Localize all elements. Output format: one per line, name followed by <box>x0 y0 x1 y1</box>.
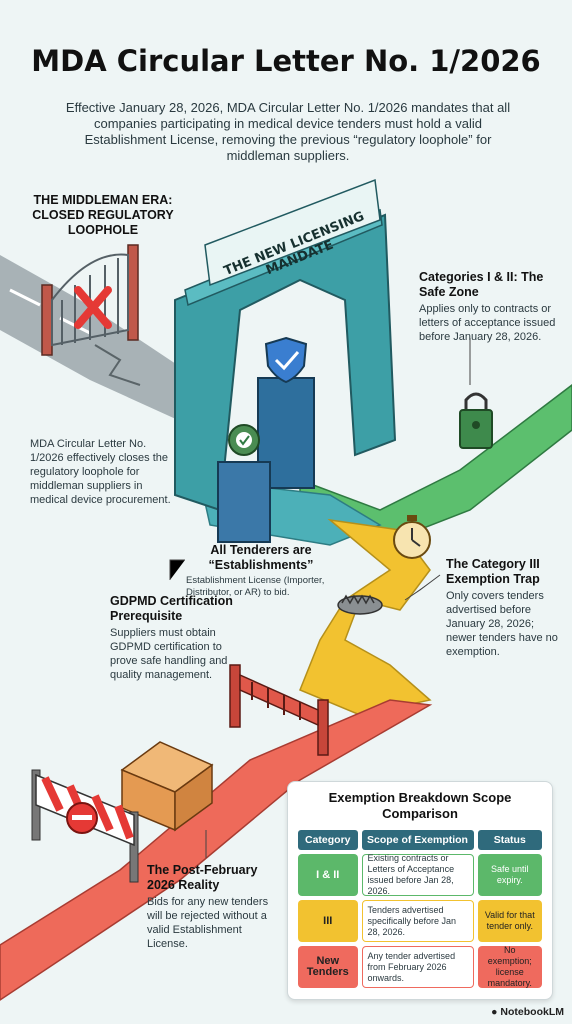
pillar-short <box>217 461 271 543</box>
callout-reality: The Post-February 2026 Reality Bids for … <box>147 863 282 951</box>
red-fence <box>229 664 329 756</box>
row-scope: Existing contracts or Letters of Accepta… <box>361 853 474 896</box>
table-row: New Tenders Any tender advertised from F… <box>298 945 542 988</box>
callout-trap-title: The Category III Exemption Trap <box>446 557 540 586</box>
row-status: Valid for that tender only. <box>477 900 542 942</box>
intro-text: Effective January 28, 2026, MDA Circular… <box>65 100 511 163</box>
exemption-table: Exemption Breakdown Scope Comparison Cat… <box>287 781 553 1000</box>
grey-road <box>0 255 200 430</box>
red-path <box>0 699 433 1001</box>
brand-name: NotebookLM <box>500 1006 564 1018</box>
callout-gdpmd-text: Suppliers must obtain GDPMD certificatio… <box>110 627 228 681</box>
table-row: III Tenders advertised specifically befo… <box>298 900 542 942</box>
row-status: Safe until expiry. <box>477 854 542 896</box>
brand-logo: ● NotebookLM <box>491 1006 564 1018</box>
red-x-icon <box>74 286 112 329</box>
callout-trap-text: Only covers tenders advertised before Ja… <box>446 590 558 658</box>
callout-gdpmd: GDPMD Certification Prerequisite Supplie… <box>110 594 245 682</box>
row-category: I & II <box>298 854 358 896</box>
callout-establishments-text: Establishment License (Importer, Distrib… <box>186 575 325 598</box>
gear-check-icon <box>228 424 260 456</box>
bear-trap-icon <box>337 594 383 615</box>
shield-check-icon <box>264 336 308 384</box>
callout-safe-zone: Categories I & II: The Safe Zone Applies… <box>419 270 559 344</box>
stopwatch-icon <box>393 515 431 559</box>
licensing-arch <box>174 178 397 512</box>
callout-reality-text: Bids for any new tenders will be rejecte… <box>147 896 269 950</box>
page-title: MDA Circular Letter No. 1/2026 <box>31 44 541 78</box>
row-category: New Tenders <box>298 946 358 988</box>
row-status: No exemption; license mandatory. <box>477 945 542 988</box>
callout-safe-text: Applies only to contracts or letters of … <box>419 303 556 343</box>
callout-middleman-title: THE MIDDLEMAN ERA: CLOSED REGULATORY LOO… <box>32 193 174 237</box>
row-scope: Any tender advertised from February 2026… <box>361 946 474 988</box>
table-header: Category Scope of Exemption Status <box>298 830 542 850</box>
callout-establishments-title: All Tenderers are “Establishments” <box>208 543 314 572</box>
no-entry-icon <box>66 802 98 834</box>
header-scope: Scope of Exemption <box>361 830 474 850</box>
callout-gdpmd-title: GDPMD Certification Prerequisite <box>110 594 233 623</box>
callout-middleman-text: MDA Circular Letter No. 1/2026 effective… <box>30 438 171 506</box>
header-status: Status <box>477 830 542 850</box>
yellow-path <box>299 518 432 716</box>
callout-middleman: THE MIDDLEMAN ERA: CLOSED REGULATORY LOO… <box>18 193 188 240</box>
arch-banner <box>204 178 381 287</box>
header-category: Category <box>298 830 358 850</box>
padlock-icon <box>459 392 493 449</box>
callout-middleman-body: MDA Circular Letter No. 1/2026 effective… <box>30 437 180 507</box>
callout-establishments: All Tenderers are “Establishments” Estab… <box>186 543 336 599</box>
table-row: I & II Existing contracts or Letters of … <box>298 853 542 896</box>
notebook-icon: ● <box>491 1006 498 1018</box>
callout-reality-title: The Post-February 2026 Reality <box>147 863 258 892</box>
road-crack <box>94 344 141 386</box>
row-category: III <box>298 900 358 942</box>
row-scope: Tenders advertised specifically before J… <box>361 900 474 942</box>
old-gate <box>41 244 139 356</box>
callout-safe-title: Categories I & II: The Safe Zone <box>419 270 544 299</box>
table-title: Exemption Breakdown Scope Comparison <box>328 790 512 821</box>
cardboard-box-icon <box>120 741 214 832</box>
callout-trap: The Category III Exemption Trap Only cov… <box>446 557 561 659</box>
